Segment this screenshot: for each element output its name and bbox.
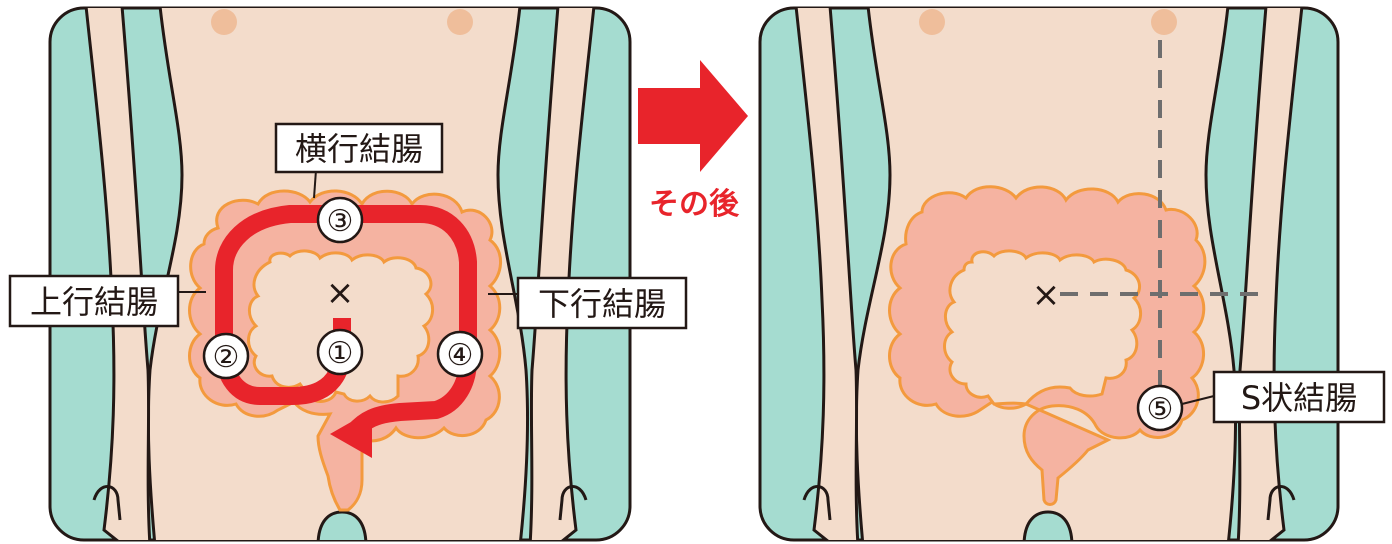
- right-arrow-icon: [638, 60, 748, 172]
- svg-text:下行結腸: 下行結腸: [538, 285, 666, 323]
- label-sigmoid: S状結腸: [1214, 372, 1384, 422]
- right-nipple-right: [1151, 9, 1177, 35]
- right-nipple-left: [919, 9, 945, 35]
- marker-2: ②: [204, 334, 248, 378]
- marker-3: ③: [318, 198, 362, 242]
- svg-text:①: ①: [327, 336, 354, 371]
- left-panel: × ① ② ③ ④ 横行結腸 上行結腸: [10, 6, 686, 544]
- label-ascending: 上行結腸: [10, 276, 178, 326]
- svg-text:⑤: ⑤: [1147, 392, 1174, 427]
- label-transverse: 横行結腸: [276, 124, 442, 172]
- svg-text:④: ④: [447, 338, 474, 373]
- svg-text:S状結腸: S状結腸: [1241, 379, 1357, 417]
- svg-text:②: ②: [213, 340, 240, 375]
- left-nipple-left: [211, 9, 237, 35]
- right-panel: × ⑤ S状結腸: [760, 6, 1384, 544]
- label-descending: 下行結腸: [518, 278, 686, 328]
- svg-text:上行結腸: 上行結腸: [30, 283, 158, 321]
- marker-1: ①: [318, 330, 362, 374]
- marker-4: ④: [438, 332, 482, 376]
- left-nipple-right: [447, 9, 473, 35]
- after-label: その後: [649, 187, 740, 222]
- left-center-mark: ×: [326, 273, 355, 313]
- svg-text:③: ③: [327, 204, 354, 239]
- after-arrow: その後: [638, 60, 748, 222]
- svg-text:横行結腸: 横行結腸: [295, 130, 423, 168]
- marker-5: ⑤: [1138, 386, 1182, 430]
- right-center-mark: ×: [1032, 275, 1061, 315]
